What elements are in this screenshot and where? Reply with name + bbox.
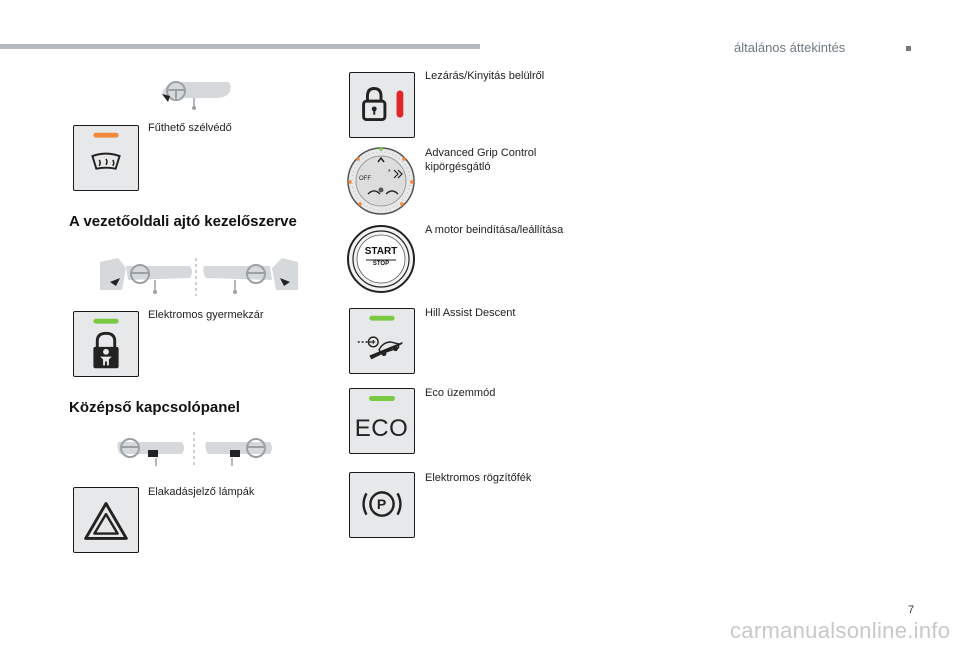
svg-text:*: * [388, 169, 391, 176]
central-lock-label: Lezárás/Kinyitás belülről [425, 70, 545, 82]
driver-door-location-icon [100, 258, 298, 296]
green-led [369, 396, 395, 401]
grip-control-label-2: kipörgésgátló [425, 161, 491, 173]
section-title: általános áttekintés [734, 40, 846, 55]
windscreen-icon [91, 152, 121, 170]
hill-assist-button[interactable] [349, 308, 415, 374]
parking-brake-icon [369, 491, 395, 517]
start-stop-button[interactable]: START STOP [346, 224, 416, 294]
road-icon [377, 156, 385, 163]
heading-driver-door: A vezetőoldali ajtó kezelőszerve [69, 213, 297, 230]
child-lock-label: Elektromos gyermekzár [148, 309, 264, 321]
heated-windscreen-label: Fűthető szélvédő [148, 122, 232, 134]
green-led [93, 318, 119, 324]
eco-text: ECO [354, 415, 409, 442]
eco-mode-button[interactable]: ECO [349, 388, 415, 454]
lock-icon [366, 87, 383, 103]
hill-assist-label: Hill Assist Descent [425, 307, 516, 319]
dashboard-location-icon [162, 81, 231, 110]
heading-center-panel: Középső kapcsolópanel [69, 399, 240, 416]
start-text: START [364, 246, 398, 257]
heated-windscreen-button[interactable] [73, 125, 139, 191]
parking-brake-button[interactable]: P [349, 472, 415, 538]
grip-control-dial[interactable]: OFF * [346, 146, 416, 216]
child-lock-icon [95, 331, 117, 349]
hazard-lights-button[interactable] [73, 487, 139, 553]
central-lock-button[interactable] [349, 72, 415, 138]
parking-brake-label: Elektromos rögzítőfék [425, 472, 532, 484]
stop-text: STOP [372, 261, 390, 267]
hazard-lights-label: Elakadásjelző lámpák [148, 486, 255, 498]
section-marker [906, 46, 911, 51]
green-led [369, 315, 395, 321]
page-number: 7 [908, 604, 915, 616]
hill-descent-icon [369, 341, 403, 360]
child-lock-button[interactable] [73, 311, 139, 377]
watermark: carmanualsonline.info [730, 618, 951, 643]
red-led [396, 90, 404, 118]
header-bar [0, 44, 480, 49]
grip-control-label-1: Advanced Grip Control [425, 147, 537, 159]
orange-led [93, 132, 119, 138]
start-stop-label: A motor beindítása/leállítása [425, 224, 564, 236]
svg-text:OFF: OFF [359, 176, 371, 182]
hazard-triangle-icon [84, 502, 128, 540]
parking-symbol: P [376, 496, 387, 512]
center-panel-location-icon [117, 432, 272, 468]
eco-mode-label: Eco üzemmód [425, 387, 496, 399]
